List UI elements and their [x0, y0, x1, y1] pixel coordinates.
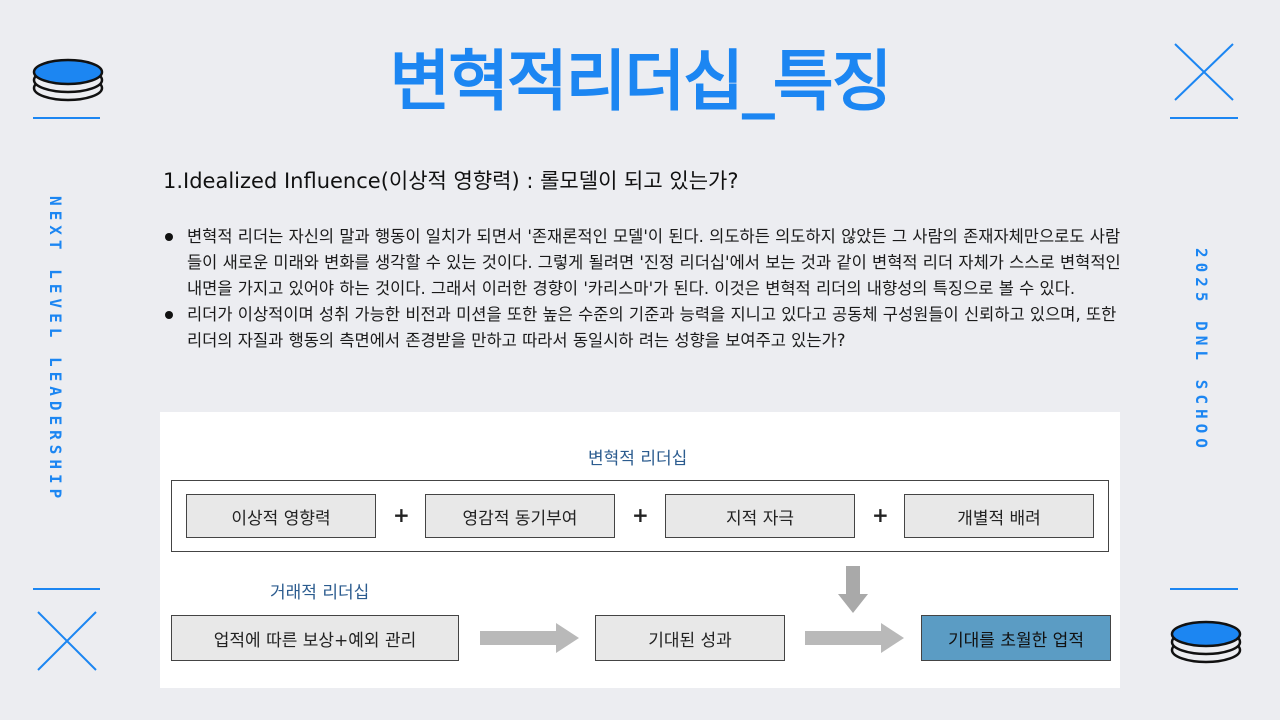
leadership-diagram: 변혁적 리더십 이상적 영향력 + 영감적 동기부여 + 지적 자극 + 개별적…	[160, 412, 1120, 688]
cross-icon	[1174, 43, 1234, 101]
list-item: 변혁적 리더는 자신의 말과 행동이 일치가 되면서 '존재론적인 모델'이 된…	[163, 224, 1123, 302]
plus-sign: +	[632, 503, 649, 527]
bullet-dot-icon	[165, 311, 173, 319]
bullet-list: 변혁적 리더는 자신의 말과 행동이 일치가 되면서 '존재론적인 모델'이 된…	[163, 224, 1123, 354]
bullet-text: 리더가 이상적이며 성취 가능한 비전과 미션을 또한 높은 수준의 기준과 능…	[187, 305, 1117, 350]
factor-box: 지적 자극	[665, 494, 855, 538]
bullet-dot-icon	[165, 233, 173, 241]
flow-box: 기대된 성과	[595, 615, 785, 661]
arrow-right-icon	[805, 623, 904, 653]
side-label-right: 2025 DNL SCHOO	[1192, 248, 1211, 453]
cross-icon	[37, 611, 97, 671]
factor-box: 이상적 영향력	[186, 494, 376, 538]
transactional-label: 거래적 리더십	[270, 583, 370, 603]
stacked-coins-icon	[1170, 620, 1242, 664]
flow-box: 업적에 따른 보상+예외 관리	[171, 615, 459, 661]
factors-container	[171, 480, 1109, 552]
plus-sign: +	[393, 503, 410, 527]
factor-box: 개별적 배려	[904, 494, 1094, 538]
side-label-left: NEXT LEVEL LEADERSHIP	[46, 196, 65, 504]
page-title: 변혁적리더십_특징	[389, 43, 893, 120]
plus-sign: +	[872, 503, 889, 527]
divider-line	[1170, 588, 1238, 590]
factor-box: 영감적 동기부여	[425, 494, 615, 538]
section-heading: 1.Idealized Influence(이상적 영향력) : 롤모델이 되고…	[163, 169, 739, 193]
divider-line	[33, 117, 100, 119]
flow-box-highlight: 기대를 초월한 업적	[921, 615, 1111, 661]
arrow-right-icon	[480, 623, 579, 653]
stacked-coins-icon	[32, 58, 104, 102]
list-item: 리더가 이상적이며 성취 가능한 비전과 미션을 또한 높은 수준의 기준과 능…	[163, 302, 1123, 354]
divider-line	[33, 588, 100, 590]
transformational-label: 변혁적 리더십	[588, 449, 688, 469]
divider-line	[1170, 117, 1238, 119]
bullet-text: 변혁적 리더는 자신의 말과 행동이 일치가 되면서 '존재론적인 모델'이 된…	[187, 227, 1121, 298]
arrow-down-icon	[838, 566, 868, 613]
